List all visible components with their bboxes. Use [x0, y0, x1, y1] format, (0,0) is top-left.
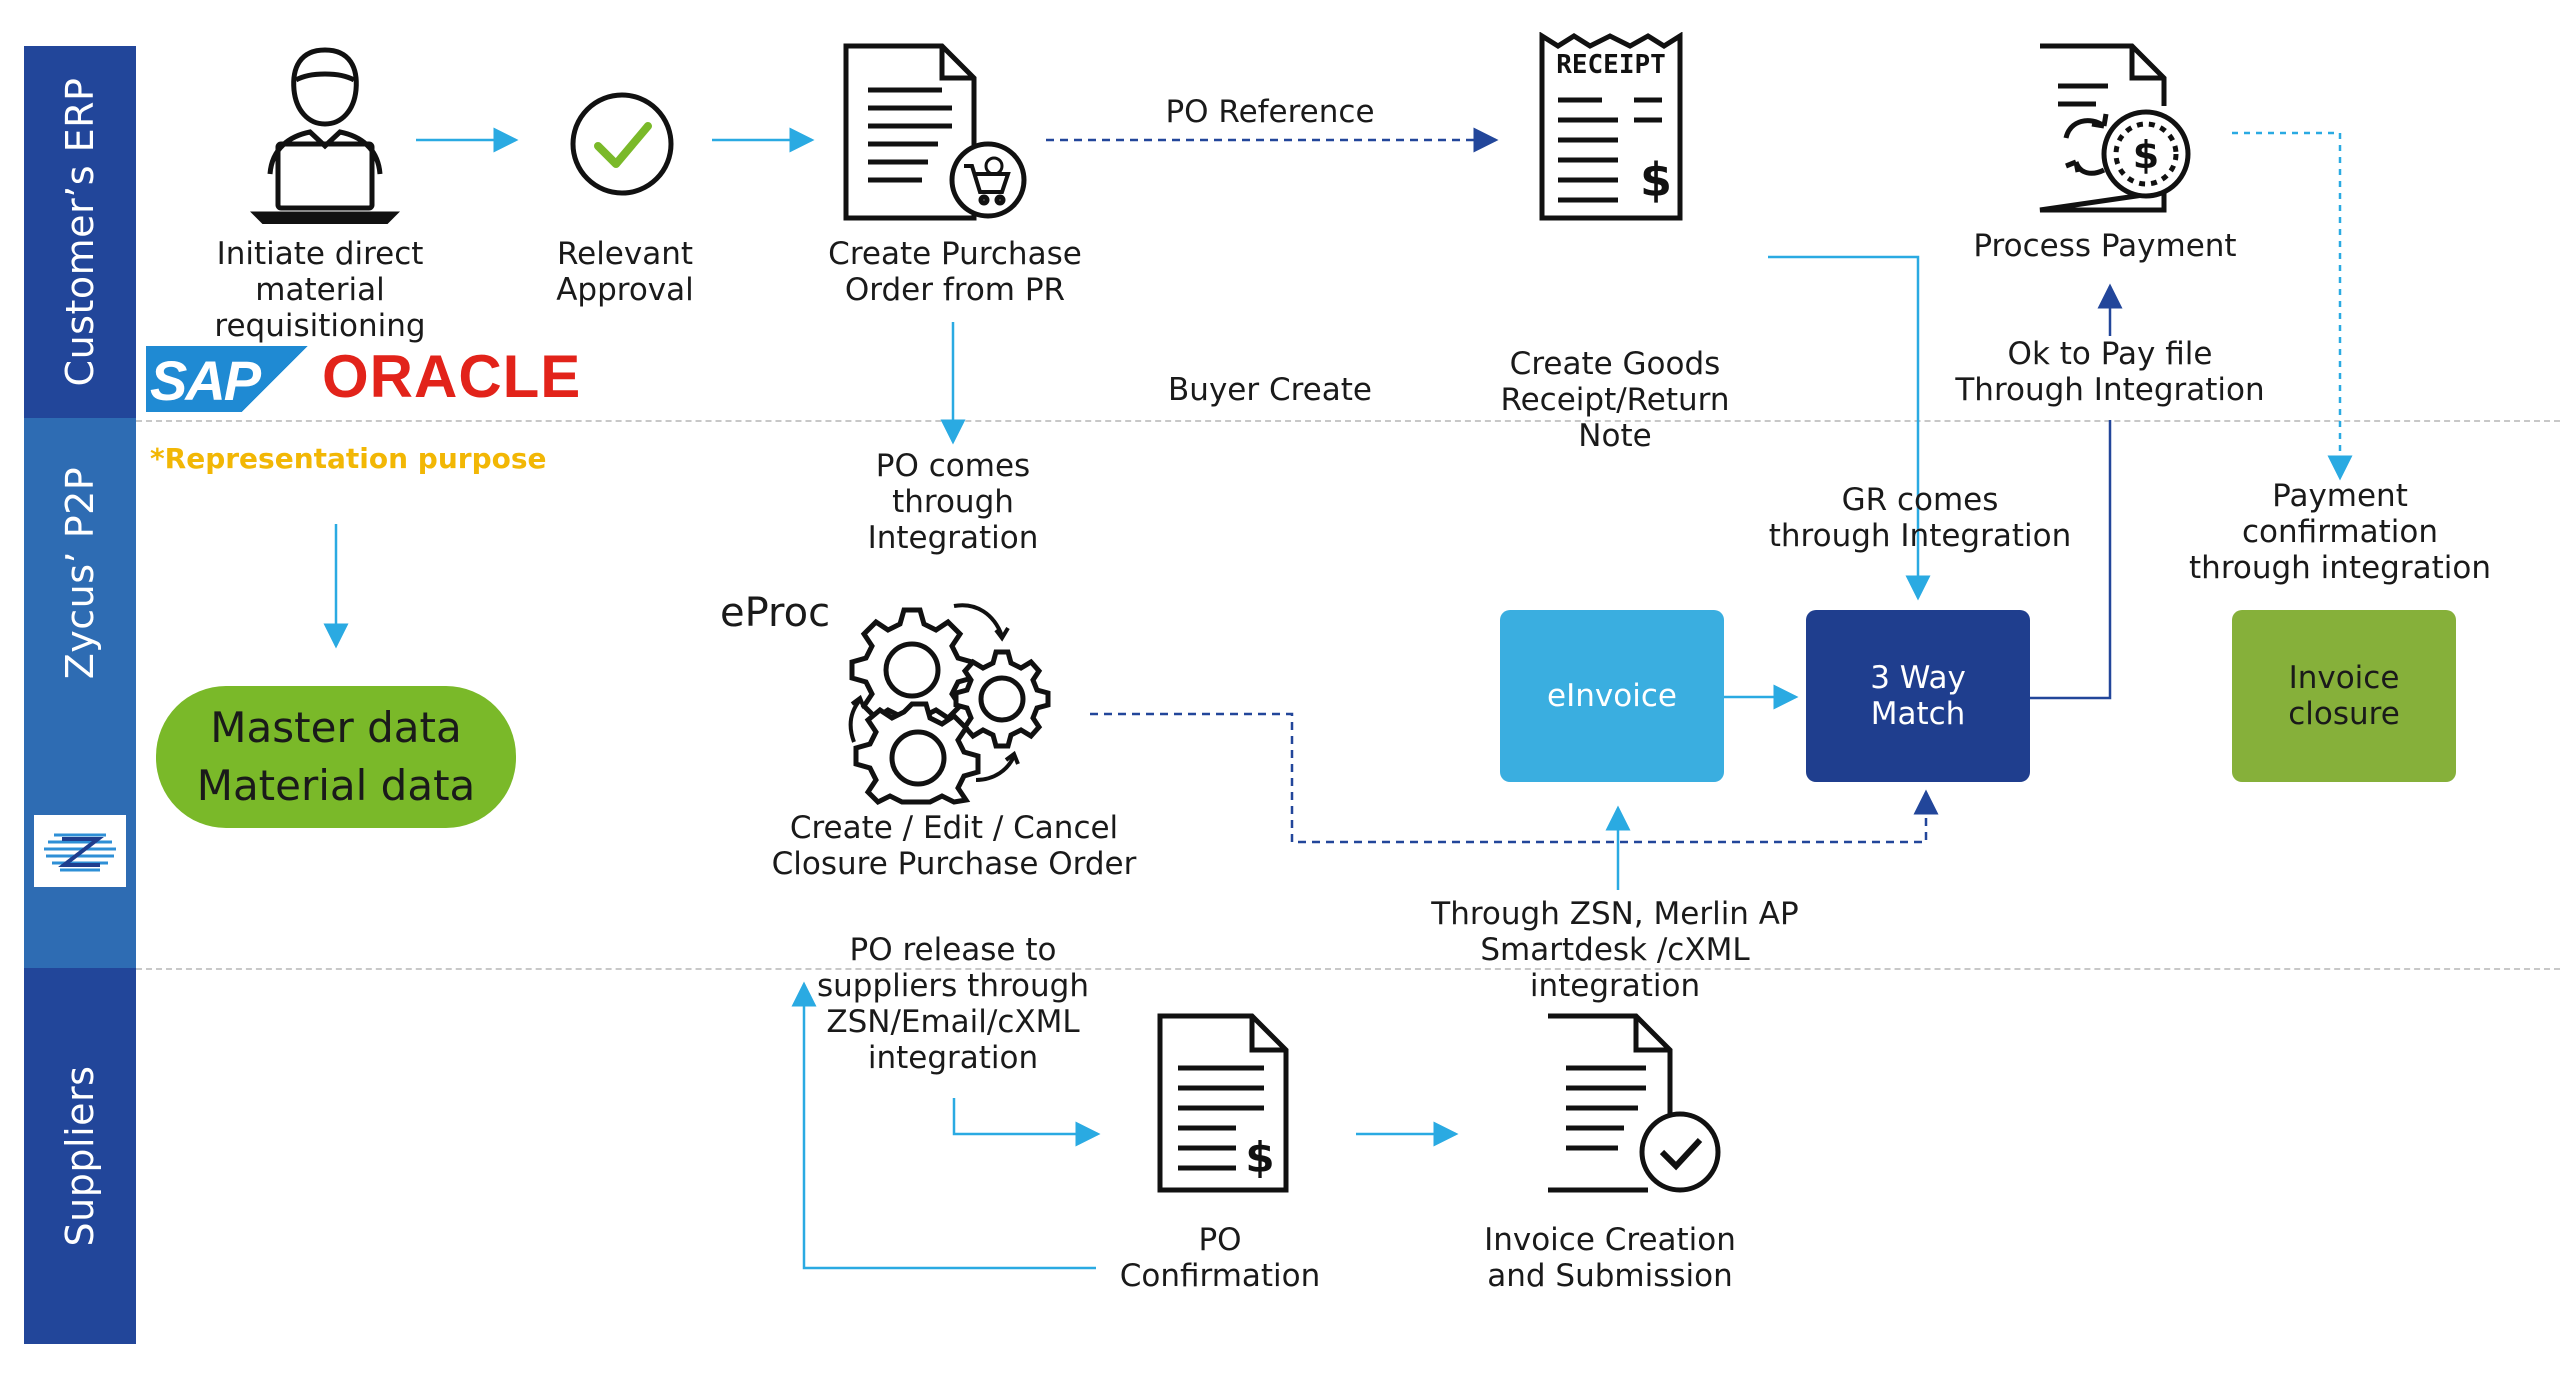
approval-check-icon: [570, 92, 674, 196]
step-create-purchase-order: Create Purchase Order from PR: [810, 236, 1100, 308]
label-payment-confirmation-line-2: confirmation: [2242, 514, 2438, 550]
label-through-zsn-line-1: Through ZSN, Merlin AP: [1431, 896, 1799, 932]
purchase-order-document-icon: [843, 43, 1027, 221]
master-data-pill: Master data Material data: [156, 686, 516, 828]
step-create-edit-line-2: Closure Purchase Order: [771, 846, 1137, 882]
label-payment-confirmation-line-3: through integration: [2189, 550, 2491, 586]
arrow-gr-comes: [1768, 255, 1931, 601]
label-through-zsn-line-3: integration: [1529, 968, 1701, 1004]
label-po-comes-line-2: through: [892, 484, 1014, 520]
lane-suppliers: Suppliers: [24, 968, 136, 1344]
process-payment-icon: $: [2039, 43, 2191, 213]
master-data-line-2: Material data: [196, 761, 476, 810]
step-initiate-line-1: Initiate direct material: [216, 236, 424, 308]
eproc-gears-icon: [848, 603, 1051, 806]
svg-text:$: $: [1245, 1133, 1274, 1182]
label-po-comes-line-1: PO comes: [875, 448, 1031, 484]
zycus-logo-icon: [44, 833, 116, 872]
label-gr-comes-line-1: GR comes: [1841, 482, 1999, 518]
three-way-match-box: 3 Way Match: [1806, 610, 2030, 782]
label-po-release: PO release to suppliers through ZSN/Emai…: [808, 932, 1098, 1076]
lane-separator-top: [136, 420, 2560, 422]
label-create-goods-line-3: Note: [1578, 418, 1652, 454]
label-po-comes-through-integration: PO comes through Integration: [830, 448, 1076, 556]
label-through-zsn-line-2: Smartdesk /cXML: [1480, 932, 1750, 968]
step-relevant-approval: Relevant Approval: [530, 236, 720, 308]
label-gr-comes-through-integration: GR comes through Integration: [1752, 482, 2088, 554]
step-invoice-creation: Invoice Creation and Submission: [1460, 1222, 1760, 1294]
label-po-reference: PO Reference: [1165, 94, 1375, 130]
svg-text:$: $: [1640, 153, 1672, 207]
sap-logo-text: SAP: [150, 349, 261, 412]
three-way-match-line-1: 3 Way: [1870, 660, 1966, 696]
step-po-confirmation-line-2: Confirmation: [1119, 1258, 1321, 1294]
step-approval-line-2: Approval: [556, 272, 694, 308]
invoice-closure-box: Invoice closure: [2232, 610, 2456, 782]
step-initiate-line-2: requisitioning: [214, 308, 426, 344]
step-create-po-line-2: Order from PR: [844, 272, 1066, 308]
label-po-release-line-2: suppliers through: [816, 968, 1089, 1004]
arrow-release-to-confirmation: [952, 1098, 1101, 1147]
label-ok-to-pay-line-1: Ok to Pay file: [2007, 336, 2213, 372]
master-data-line-1: Master data: [210, 703, 462, 752]
label-create-goods-line-2: Receipt/Return: [1500, 382, 1730, 418]
arrow-ok-to-pay: [2028, 420, 2112, 700]
label-gr-comes-line-2: through Integration: [1768, 518, 2072, 554]
label-ok-to-pay: Ok to Pay file Through Integration: [1940, 336, 2280, 408]
step-initiate-requisition: Initiate direct material requisitioning: [150, 236, 490, 344]
label-po-release-line-3: ZSN/Email/cXML: [826, 1004, 1080, 1040]
label-payment-confirmation-line-1: Payment: [2272, 478, 2408, 514]
label-po-release-line-1: PO release to: [849, 932, 1057, 968]
lane-customers-erp: Customer’s ERP: [24, 46, 136, 418]
three-way-match-line-2: Match: [1870, 696, 1966, 732]
arrow-confirmation-loop: [791, 981, 1096, 1270]
label-buyer-create: Buyer Create: [1168, 372, 1372, 408]
arrow-payment-confirmation: [2232, 131, 2353, 481]
step-po-confirmation: PO Confirmation: [1100, 1222, 1340, 1294]
label-po-release-line-4: integration: [867, 1040, 1039, 1076]
oracle-logo: ORACLE: [322, 343, 582, 410]
person-laptop-icon: [250, 47, 400, 224]
label-create-goods-line-1: Create Goods: [1509, 346, 1721, 382]
einvoice-label: eInvoice: [1547, 678, 1677, 714]
invoice-submission-document-icon: [1548, 1013, 1721, 1193]
sap-logo: SAP: [146, 346, 311, 412]
label-ok-to-pay-line-2: Through Integration: [1955, 372, 2265, 408]
receipt-icon: $ RECEIPT: [1538, 32, 1684, 222]
step-po-confirmation-line-1: PO: [1198, 1222, 1242, 1258]
label-eproc: eProc: [720, 590, 831, 636]
step-invoice-creation-line-1: Invoice Creation: [1484, 1222, 1736, 1258]
label-create-goods-receipt: Create Goods Receipt/Return Note: [1470, 346, 1760, 454]
representation-note: *Representation purpose: [150, 442, 547, 475]
invoice-closure-line-1: Invoice: [2288, 660, 2400, 696]
step-process-payment: Process Payment: [1973, 228, 2237, 264]
step-create-edit-line-1: Create / Edit / Cancel: [789, 810, 1119, 846]
label-payment-confirmation: Payment confirmation through integration: [2170, 478, 2510, 586]
step-invoice-creation-line-2: and Submission: [1487, 1258, 1733, 1294]
step-create-po-line-1: Create Purchase: [828, 236, 1082, 272]
step-create-edit-cancel: Create / Edit / Cancel Closure Purchase …: [762, 810, 1146, 882]
label-po-comes-line-3: Integration: [867, 520, 1039, 556]
invoice-closure-line-2: closure: [2288, 696, 2400, 732]
label-through-zsn: Through ZSN, Merlin AP Smartdesk /cXML i…: [1430, 896, 1800, 1004]
arrow-eproc-to-match: [1090, 712, 1939, 844]
receipt-outline-icon: $: [1539, 32, 1683, 221]
po-confirmation-document-icon: $: [1157, 1013, 1289, 1193]
step-approval-line-1: Relevant: [556, 236, 694, 272]
zycus-logo: [34, 815, 126, 887]
einvoice-box: eInvoice: [1500, 610, 1724, 782]
receipt-icon-text: RECEIPT: [1556, 50, 1666, 80]
svg-text:$: $: [2133, 133, 2159, 177]
lane-separator-bottom: [136, 968, 2560, 970]
